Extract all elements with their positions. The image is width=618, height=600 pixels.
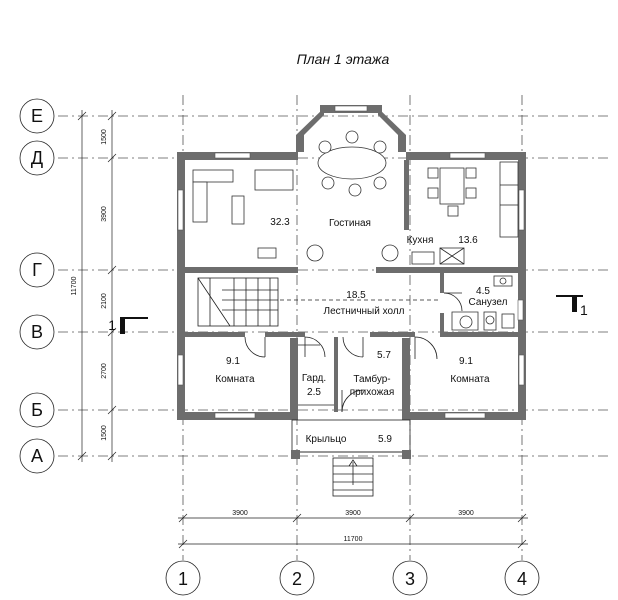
axis-bubble-D [19,140,55,176]
axis-bubble-V [19,314,55,350]
axis-bubble-G [19,252,55,288]
bathroom-area: 4.5 [476,286,490,297]
kitchen-area: 13.6 [458,235,478,246]
porch-name: Крыльцо [306,434,347,445]
axis-bubble-2 [279,560,315,596]
bathroom-fixtures [451,275,515,331]
bathroom-name: Санузел [469,297,508,308]
room-right-area: 9.1 [459,356,473,367]
dim-horizontal-2: 3900 [345,510,361,517]
row-axis-markers: Е Д Г В Б А [19,98,55,474]
dim-horizontal-1: 3900 [232,510,248,517]
axis-label-4: 4 [517,569,527,589]
wardrobe-name: Гард. [302,373,326,384]
axis-label-V: В [31,322,43,342]
room-left-name: Комната [215,374,255,385]
section-marks: 1 1 [108,295,588,334]
dim-vertical-2: 3900 [101,206,108,222]
axis-bubble-E [19,98,55,134]
hall-area: 18.5 [346,290,366,301]
dim-vertical-4: 2700 [101,363,108,379]
room-right-name: Комната [450,374,490,385]
axis-bubble-A [19,438,55,474]
hall-name: Лестничный холл [324,306,405,317]
axis-bubble-B [19,392,55,428]
dim-vertical-5: 1500 [101,425,108,441]
living-furniture [192,130,399,262]
porch [291,419,411,497]
axis-label-G: Г [32,260,42,280]
living-room-area: 32.3 [270,217,290,228]
plan-title: План 1 этажа [297,51,390,67]
living-room-name: Гостиная [329,218,371,229]
dim-horizontal-total: 11700 [344,536,363,543]
staircase [197,277,440,327]
axis-bubble-3 [392,560,428,596]
dim-vertical-1: 1500 [101,129,108,145]
doors [244,292,463,413]
axis-label-A: А [31,446,43,466]
kitchen-name: Кухня [407,235,434,246]
axis-label-2: 2 [292,569,302,589]
axis-bubble-4 [504,560,540,596]
room-left-area: 9.1 [226,356,240,367]
dim-vertical-3: 2100 [101,293,108,309]
dim-vertical-total: 11700 [71,276,78,295]
room-labels: 32.3 Гостиная Кухня 13.6 4.5 Санузел 18.… [215,217,507,445]
section-mark-right: 1 [580,302,588,318]
axis-label-3: 3 [405,569,415,589]
horizontal-dimension-chain: 3900 3900 3900 11700 [178,510,528,549]
interior-walls [185,160,518,412]
axis-bubble-1 [165,560,201,596]
dim-horizontal-3: 3900 [458,510,474,517]
porch-area: 5.9 [378,434,392,445]
kitchen-furniture [411,161,519,265]
wardrobe-area: 2.5 [307,387,321,398]
axis-label-D: Д [31,148,43,168]
windows [177,105,525,419]
section-mark-left: 1 [108,317,116,333]
axis-label-B: Б [31,400,43,420]
axis-label-1: 1 [178,569,188,589]
column-axis-markers: 1 2 3 4 [165,560,540,596]
vestibule-name: Тамбур-прихожая [350,373,395,398]
vertical-dimension-chain: 1500 3900 2100 2700 1500 11700 [71,110,117,462]
axis-label-E: Е [31,106,43,126]
vestibule-area: 5.7 [377,350,391,361]
